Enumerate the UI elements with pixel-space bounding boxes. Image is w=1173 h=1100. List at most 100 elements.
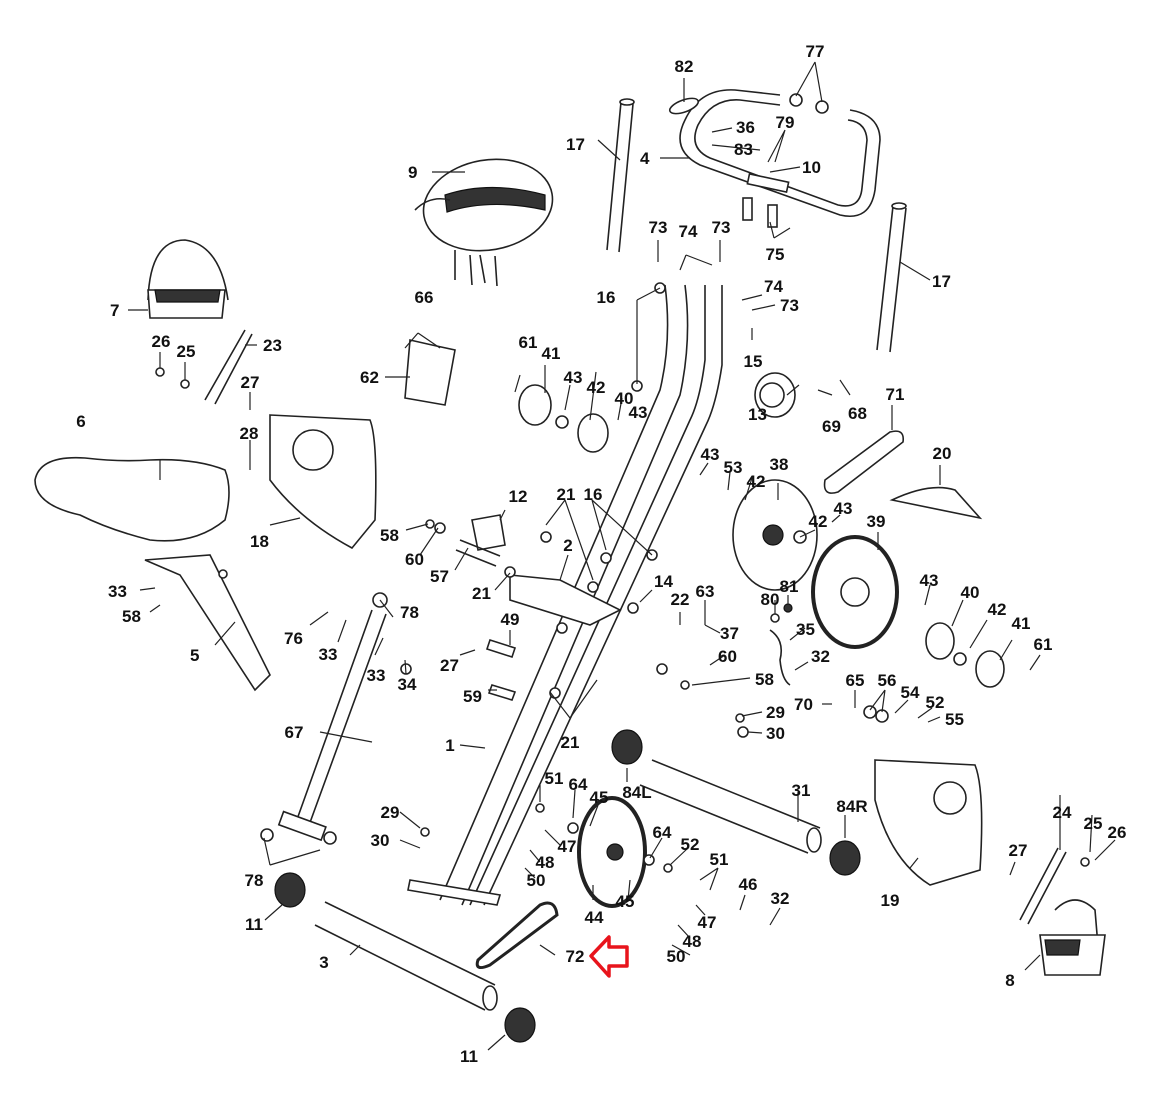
label-61-right: 61 (1034, 635, 1053, 654)
label-29-b: 29 (381, 803, 400, 822)
label-51-a: 51 (545, 769, 564, 788)
label-83: 83 (734, 140, 753, 159)
label-21-top: 21 (557, 485, 576, 504)
part-12-block (471, 514, 506, 551)
label-16-top: 16 (597, 288, 616, 307)
part-13-tension-knob (754, 372, 796, 418)
label-58-a: 58 (380, 526, 399, 545)
label-25-left: 25 (177, 342, 196, 361)
label-33-c: 33 (367, 666, 386, 685)
label-67: 67 (285, 723, 304, 742)
label-78-top: 78 (400, 603, 419, 622)
label-36: 36 (736, 118, 755, 137)
part-24-crank-arm (1019, 847, 1067, 925)
part-5-seat-post (144, 554, 271, 692)
label-49: 49 (501, 610, 520, 629)
label-6: 6 (76, 412, 85, 431)
label-77: 77 (806, 42, 825, 61)
label-16-mid: 16 (584, 485, 603, 504)
label-68: 68 (848, 404, 867, 423)
part-labels: 82 77 36 79 83 10 4 17 17 9 73 74 73 75 … (76, 42, 1126, 1066)
label-14: 14 (654, 572, 673, 591)
label-12: 12 (509, 487, 528, 506)
part-62-bracket (404, 339, 456, 406)
part-18-hub-opening (292, 429, 334, 471)
label-23: 23 (263, 336, 282, 355)
label-37: 37 (720, 624, 739, 643)
part-8-right-pedal (1039, 899, 1106, 976)
label-81: 81 (780, 577, 799, 596)
label-74-a: 74 (679, 222, 698, 241)
label-42-b: 42 (747, 472, 766, 491)
label-43-d: 43 (834, 499, 853, 518)
part-40-plate-left (577, 413, 609, 453)
label-70: 70 (794, 695, 813, 714)
part-82-grip-cap (668, 97, 700, 115)
label-60-b: 60 (718, 647, 737, 666)
label-28: 28 (240, 424, 259, 443)
label-43-e: 43 (920, 571, 939, 590)
label-44: 44 (585, 908, 604, 927)
label-4: 4 (640, 149, 650, 168)
part-44-drive-pulley (577, 796, 647, 908)
label-59: 59 (463, 687, 482, 706)
label-65: 65 (846, 671, 865, 690)
part-10-bracket (742, 173, 790, 228)
label-64-b: 64 (653, 823, 672, 842)
part-6-seat (34, 456, 230, 542)
label-33-a: 33 (108, 582, 127, 601)
label-8: 8 (1005, 971, 1014, 990)
part-67-foot (277, 810, 327, 842)
label-47-a: 47 (558, 837, 577, 856)
label-84L: 84L (622, 783, 651, 802)
part-19-hub-opening (933, 781, 967, 815)
label-43-b: 43 (629, 403, 648, 422)
label-57: 57 (430, 567, 449, 586)
label-20: 20 (933, 444, 952, 463)
part-17-right-post (876, 202, 907, 353)
label-71: 71 (886, 385, 905, 404)
part-77-end-caps (789, 93, 829, 114)
part-18-left-shroud (269, 414, 377, 550)
part-4-handlebar (679, 89, 881, 217)
label-46: 46 (739, 875, 758, 894)
label-41-left: 41 (542, 344, 561, 363)
label-51-b: 51 (710, 850, 729, 869)
label-42-c: 42 (809, 512, 828, 531)
label-58-b: 58 (122, 607, 141, 626)
label-43-a: 43 (564, 368, 583, 387)
label-72: 72 (566, 947, 585, 966)
label-55: 55 (945, 710, 964, 729)
label-58-c: 58 (755, 670, 774, 689)
part-17-left-post (606, 98, 635, 253)
label-30-b: 30 (371, 831, 390, 850)
label-66: 66 (415, 288, 434, 307)
part-40-plate-right (925, 622, 955, 660)
label-62: 62 (360, 368, 379, 387)
part-71-belt (823, 430, 905, 494)
part-geometry (34, 89, 1106, 1043)
label-45-a: 45 (590, 788, 609, 807)
label-54: 54 (901, 683, 920, 702)
part-23-crank-arm (204, 329, 253, 405)
label-42-a: 42 (587, 378, 606, 397)
label-26-left: 26 (152, 332, 171, 351)
label-75: 75 (766, 245, 785, 264)
label-10: 10 (802, 158, 821, 177)
label-48-b: 48 (683, 932, 702, 951)
label-78-bottom: 78 (245, 871, 264, 890)
label-11-bottom: 11 (460, 1047, 478, 1066)
label-27-right: 27 (1009, 841, 1028, 860)
label-41-right: 41 (1012, 614, 1031, 633)
label-30-a: 30 (766, 724, 785, 743)
label-27-mid: 27 (440, 656, 459, 675)
label-39: 39 (867, 512, 886, 531)
part-3-end (482, 985, 498, 1011)
label-43-c: 43 (701, 445, 720, 464)
part-39-flywheel (811, 535, 899, 649)
label-84R: 84R (836, 797, 867, 816)
part-20-cover (889, 486, 983, 520)
label-18: 18 (250, 532, 269, 551)
label-29-a: 29 (766, 703, 785, 722)
